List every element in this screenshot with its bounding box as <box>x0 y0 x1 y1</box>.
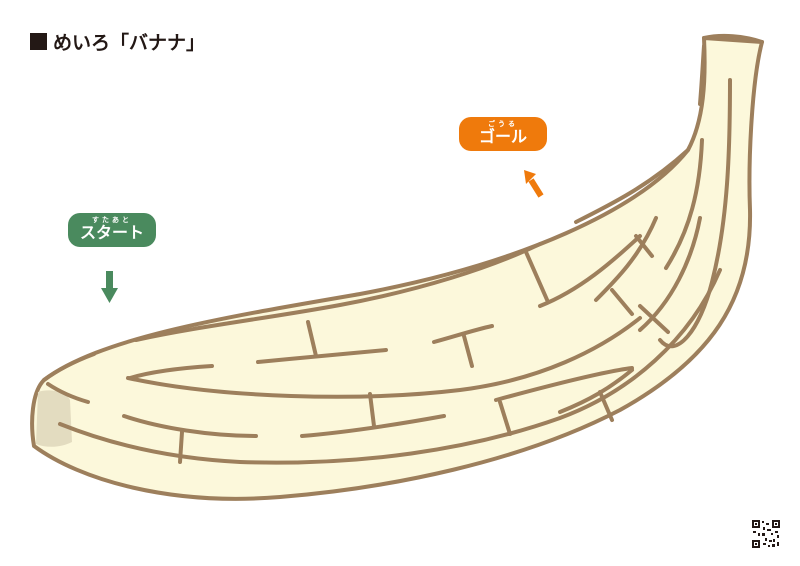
maze-wall <box>128 364 214 380</box>
start-ruby: すたあと <box>92 216 132 224</box>
goal-badge: ごうる ゴール <box>459 117 547 151</box>
maze-wall <box>494 366 634 402</box>
maze-wall <box>594 216 658 302</box>
title-square-icon <box>30 33 47 50</box>
start-label: スタート <box>79 223 144 242</box>
start-badge: すたあと スタート <box>68 213 156 247</box>
banana-body <box>30 36 764 501</box>
maze-wall <box>664 138 704 270</box>
maze-wall <box>306 320 318 358</box>
maze-wall <box>634 234 654 258</box>
maze-wall <box>498 400 512 436</box>
maze-wall <box>58 268 722 465</box>
maze-wall <box>598 390 614 422</box>
maze-wall <box>574 148 690 224</box>
maze-wall <box>638 304 670 334</box>
arrow-up-right-icon <box>524 170 544 198</box>
maze-wall <box>368 392 376 428</box>
goal-label: ゴール <box>478 127 527 146</box>
maze-wall <box>46 382 90 404</box>
maze-wall <box>524 250 550 304</box>
banana-tip <box>36 390 72 447</box>
arrow-down-icon <box>101 271 118 303</box>
maze-wall <box>538 234 642 308</box>
maze-wall <box>256 348 388 364</box>
maze-wall <box>178 430 184 464</box>
goal-ruby: ごうる <box>488 120 518 128</box>
maze-wall <box>432 324 494 344</box>
maze-wall <box>698 44 706 106</box>
banana-stem-cap <box>702 33 764 44</box>
page-title: めいろ「バナナ」 <box>30 28 205 55</box>
maze-wall <box>462 334 474 368</box>
maze-wall <box>126 316 642 399</box>
maze-wall <box>42 352 96 382</box>
qr-code-icon[interactable] <box>751 519 781 549</box>
page-title-text: めいろ「バナナ」 <box>53 32 206 54</box>
maze-wall <box>658 78 732 349</box>
maze-wall <box>638 216 702 332</box>
maze-wall <box>134 242 542 342</box>
maze-wall <box>610 288 634 316</box>
maze-walls <box>42 44 732 465</box>
maze-wall <box>122 414 258 438</box>
